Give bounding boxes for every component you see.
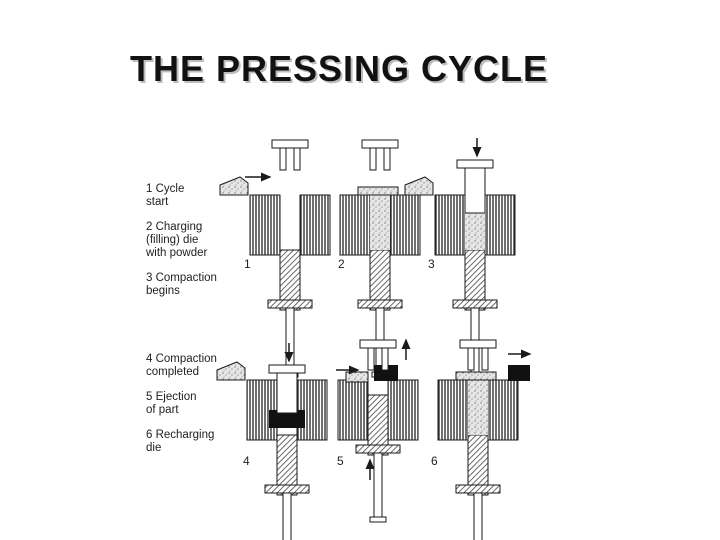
upper-punch-head: [361, 139, 399, 149]
page-title: THE PRESSING CYCLE: [130, 48, 549, 89]
upper-punch-head: [456, 159, 494, 169]
upper-punch-leg: [381, 347, 389, 371]
die-block-right: [299, 194, 331, 256]
upper-punch-leg: [467, 347, 475, 371]
die-block-left: [437, 379, 469, 441]
legend-top: 1 Cycle start 2 Charging (filling) die w…: [146, 183, 256, 310]
feed-shoe: [216, 361, 246, 381]
legend-step-2: 2 Charging (filling) die with powder: [146, 221, 256, 260]
upper-punch-leg: [279, 147, 287, 171]
stage-number-2: 2: [338, 257, 345, 271]
press-stage-5: [336, 338, 419, 523]
lower-punch-rod: [473, 492, 483, 540]
upper-punch-leg: [369, 147, 377, 171]
die-block-right: [387, 379, 419, 441]
legend-bottom: 4 Compaction completed 5 Ejection of par…: [146, 353, 256, 467]
lower-punch-flange: [357, 299, 403, 309]
upper-punch-head: [271, 139, 309, 149]
lower-punch-flange: [452, 299, 498, 309]
feed-shoe: [455, 371, 497, 381]
compacted-part: [269, 410, 305, 428]
stage-number-5: 5: [337, 454, 344, 468]
ejected-part: [374, 365, 398, 381]
lower-punch-flange: [267, 299, 313, 309]
legend-line: 1 Cycle: [146, 183, 185, 195]
legend-line: with powder: [146, 247, 208, 259]
die-block-left: [434, 194, 466, 256]
legend-line: 6 Recharging: [146, 429, 215, 441]
die-block-left: [339, 194, 371, 256]
feed-shoe: [404, 176, 434, 196]
legend-step-5: 5 Ejection of part: [146, 391, 256, 417]
legend-line: 2 Charging: [146, 221, 203, 233]
upper-punch-head: [268, 364, 306, 374]
upper-punch-head: [359, 339, 397, 349]
legend-line: (filling) die: [146, 234, 199, 246]
upper-punch-head: [459, 339, 497, 349]
stage-number-3: 3: [428, 257, 435, 271]
legend-step-4: 4 Compaction completed: [146, 353, 256, 379]
die-block-right: [389, 194, 421, 256]
ejected-part: [508, 365, 530, 381]
stage-number-4: 4: [243, 454, 250, 468]
powder-fill: [370, 195, 390, 250]
lower-punch-rod: [285, 307, 295, 375]
legend-line: of part: [146, 404, 179, 416]
upper-punch-leg: [293, 147, 301, 171]
feed-shoe: [357, 186, 399, 196]
die-block-right: [487, 379, 519, 441]
legend-step-1: 1 Cycle start: [146, 183, 256, 209]
legend-line: die: [146, 442, 162, 454]
stage-number-1: 1: [244, 257, 251, 271]
legend-line: 3 Compaction: [146, 272, 217, 284]
legend-line: start: [146, 196, 169, 208]
stage-number-6: 6: [431, 454, 438, 468]
legend-step-6: 6 Recharging die: [146, 429, 256, 455]
legend-line: 5 Ejection: [146, 391, 197, 403]
legend-line: begins: [146, 285, 180, 297]
powder-fill: [468, 380, 488, 435]
upper-punch-leg: [481, 347, 489, 371]
upper-punch-body: [464, 167, 486, 214]
lower-punch-flange: [264, 484, 310, 494]
upper-punch-body: [276, 372, 298, 414]
legend-line: 4 Compaction: [146, 353, 217, 365]
upper-punch-leg: [383, 147, 391, 171]
die-block-left: [337, 379, 369, 441]
feed-shoe: [219, 176, 249, 196]
die-block-right: [484, 194, 516, 256]
press-stage-6: [437, 339, 532, 540]
press-stage-1: [219, 139, 331, 378]
upper-punch-leg: [367, 347, 375, 371]
press-stage-4: [216, 343, 328, 540]
legend-line: completed: [146, 366, 200, 378]
lower-punch-rod: [373, 452, 383, 520]
lower-punch-flange: [455, 484, 501, 494]
feed-shoe: [345, 371, 369, 383]
lower-punch-flange: [355, 444, 401, 454]
legend-step-3: 3 Compaction begins: [146, 272, 256, 298]
lower-punch-rod: [282, 492, 292, 540]
lower-punch-foot: [369, 516, 387, 523]
die-block-left: [249, 194, 281, 256]
